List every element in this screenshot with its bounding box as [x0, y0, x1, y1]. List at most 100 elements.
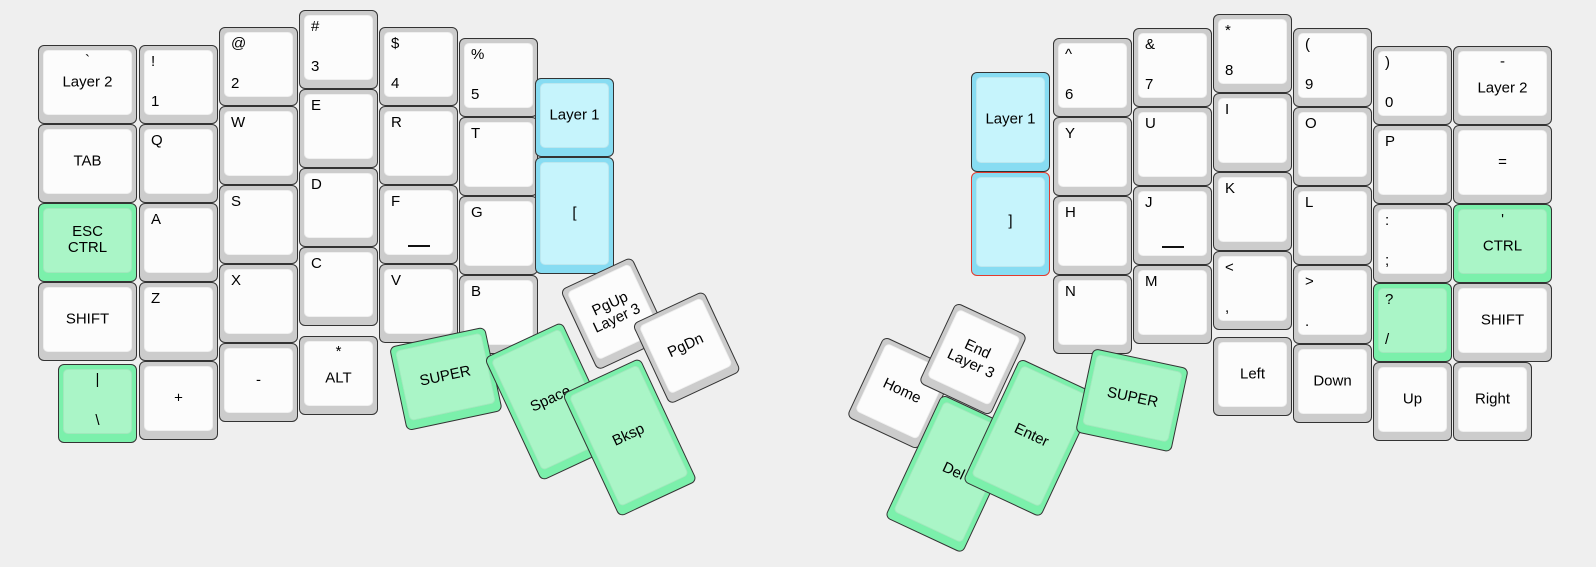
- key-l-3[interactable]: #3: [299, 10, 378, 89]
- key-l-q[interactable]: Q: [139, 124, 218, 203]
- key-l-w[interactable]: W: [219, 106, 298, 185]
- key-r-quote-ctrl[interactable]: 'CTRL: [1453, 204, 1552, 283]
- key-r-k[interactable]: K: [1213, 172, 1292, 251]
- key-l-d[interactable]: D: [299, 168, 378, 247]
- key-l-super[interactable]: SUPER: [389, 326, 503, 432]
- keycap-surface: `Layer 2: [43, 50, 132, 115]
- key-l-tab[interactable]: TAB: [38, 124, 137, 203]
- key-l-r[interactable]: R: [379, 106, 458, 185]
- key-l-b[interactable]: B: [459, 275, 538, 354]
- key-legend-bottom-left: 7: [1145, 76, 1154, 94]
- key-legend-top-left: Q: [151, 132, 163, 149]
- key-legend-top-center: *: [335, 343, 342, 360]
- key-r-m[interactable]: M: [1133, 265, 1212, 344]
- key-legend-center: Layer 2: [62, 73, 113, 91]
- key-r-up[interactable]: Up: [1373, 362, 1452, 441]
- key-l-x[interactable]: X: [219, 264, 298, 343]
- key-r-8[interactable]: *8: [1213, 14, 1292, 93]
- key-l-c[interactable]: C: [299, 247, 378, 326]
- key-l-1[interactable]: !1: [139, 45, 218, 124]
- keycap-surface: R: [384, 111, 453, 176]
- key-legend-center: -: [256, 371, 261, 389]
- key-legend-bottom-left: .: [1305, 313, 1310, 331]
- key-r-left[interactable]: Left: [1213, 337, 1292, 416]
- key-r-6[interactable]: ^6: [1053, 38, 1132, 117]
- key-l-plus[interactable]: +: [139, 361, 218, 440]
- key-l-v[interactable]: V: [379, 264, 458, 343]
- key-r-bracket-right[interactable]: ]: [971, 172, 1050, 276]
- key-legend-top-left: #: [311, 18, 320, 35]
- keycap-surface: Right: [1458, 367, 1527, 432]
- key-l-alt[interactable]: *ALT: [299, 336, 378, 415]
- key-l-f[interactable]: F: [379, 185, 458, 264]
- key-l-2[interactable]: @2: [219, 27, 298, 106]
- key-l-minus[interactable]: -: [219, 343, 298, 422]
- homing-bar-icon: [1161, 246, 1184, 248]
- key-r-l[interactable]: L: [1293, 186, 1372, 265]
- key-legend-center: TAB: [73, 152, 102, 170]
- key-r-o[interactable]: O: [1293, 107, 1372, 186]
- key-r-layer1[interactable]: Layer 1: [971, 72, 1050, 172]
- key-r-7[interactable]: &7: [1133, 28, 1212, 107]
- key-l-s[interactable]: S: [219, 185, 298, 264]
- key-r-u[interactable]: U: [1133, 107, 1212, 186]
- key-legend-top-left: !: [151, 53, 156, 70]
- key-r-down[interactable]: Down: [1293, 344, 1372, 423]
- key-legend-top-left: W: [231, 114, 246, 131]
- key-l-z[interactable]: Z: [139, 282, 218, 361]
- key-r-p[interactable]: P: [1373, 125, 1452, 204]
- key-legend-bottom-left: 1: [151, 93, 160, 111]
- key-r-shift[interactable]: SHIFT: [1453, 283, 1552, 362]
- key-legend-top-left: Y: [1065, 125, 1076, 142]
- keycap-surface: SHIFT: [43, 287, 132, 352]
- keycap-surface: Left: [1218, 342, 1287, 407]
- key-r-period[interactable]: >.: [1293, 265, 1372, 344]
- key-legend-bottom-left: 6: [1065, 86, 1074, 104]
- key-legend-top-left: G: [471, 204, 483, 221]
- key-legend-center: [: [572, 204, 577, 222]
- key-legend-top-left: $: [391, 35, 400, 52]
- key-legend-bottom-left: /: [1385, 331, 1390, 349]
- keycap-surface: L: [1298, 191, 1367, 256]
- key-r-9[interactable]: (9: [1293, 28, 1372, 107]
- key-l-t[interactable]: T: [459, 117, 538, 196]
- key-l-layer1[interactable]: Layer 1: [535, 78, 614, 157]
- key-r-j[interactable]: J: [1133, 186, 1212, 265]
- key-l-4[interactable]: $4: [379, 27, 458, 106]
- key-legend-center: Layer 2: [1477, 79, 1528, 97]
- key-legend-center: SUPER: [1105, 383, 1160, 412]
- key-r-0[interactable]: )0: [1373, 46, 1452, 125]
- key-legend-top-left: E: [311, 97, 322, 114]
- keycap-surface: H: [1058, 201, 1127, 266]
- key-r-comma[interactable]: <,: [1213, 251, 1292, 330]
- key-r-right[interactable]: Right: [1453, 362, 1532, 441]
- key-r-y[interactable]: Y: [1053, 117, 1132, 196]
- key-l-pipe-backslash[interactable]: |\: [58, 364, 137, 443]
- key-l-a[interactable]: A: [139, 203, 218, 282]
- key-legend-top-left: Z: [151, 290, 161, 307]
- key-l-e[interactable]: E: [299, 89, 378, 168]
- key-l-bracket-left[interactable]: [: [535, 157, 614, 274]
- key-l-grave-layer2[interactable]: `Layer 2: [38, 45, 137, 124]
- keycap-surface: (9: [1298, 33, 1367, 98]
- key-r-i[interactable]: I: [1213, 93, 1292, 172]
- key-r-h[interactable]: H: [1053, 196, 1132, 275]
- key-l-shift[interactable]: SHIFT: [38, 282, 137, 361]
- key-legend-top-left: O: [1305, 115, 1317, 132]
- key-l-5[interactable]: %5: [459, 38, 538, 117]
- key-r-semicolon[interactable]: :;: [1373, 204, 1452, 283]
- key-legend-center: SHIFT: [1480, 311, 1525, 329]
- key-r-slash[interactable]: ?/: [1373, 283, 1452, 362]
- key-r-n[interactable]: N: [1053, 275, 1132, 354]
- key-legend-bottom-center: \: [95, 412, 100, 430]
- key-r-minus-layer2[interactable]: -Layer 2: [1453, 46, 1552, 125]
- keycap-surface: -: [224, 348, 293, 413]
- key-l-g[interactable]: G: [459, 196, 538, 275]
- key-legend-top-left: A: [151, 211, 162, 228]
- key-r-equals[interactable]: =: [1453, 125, 1552, 204]
- key-r-super[interactable]: SUPER: [1075, 348, 1189, 453]
- key-legend-top-left: %: [471, 46, 485, 63]
- keycap-surface: $4: [384, 32, 453, 97]
